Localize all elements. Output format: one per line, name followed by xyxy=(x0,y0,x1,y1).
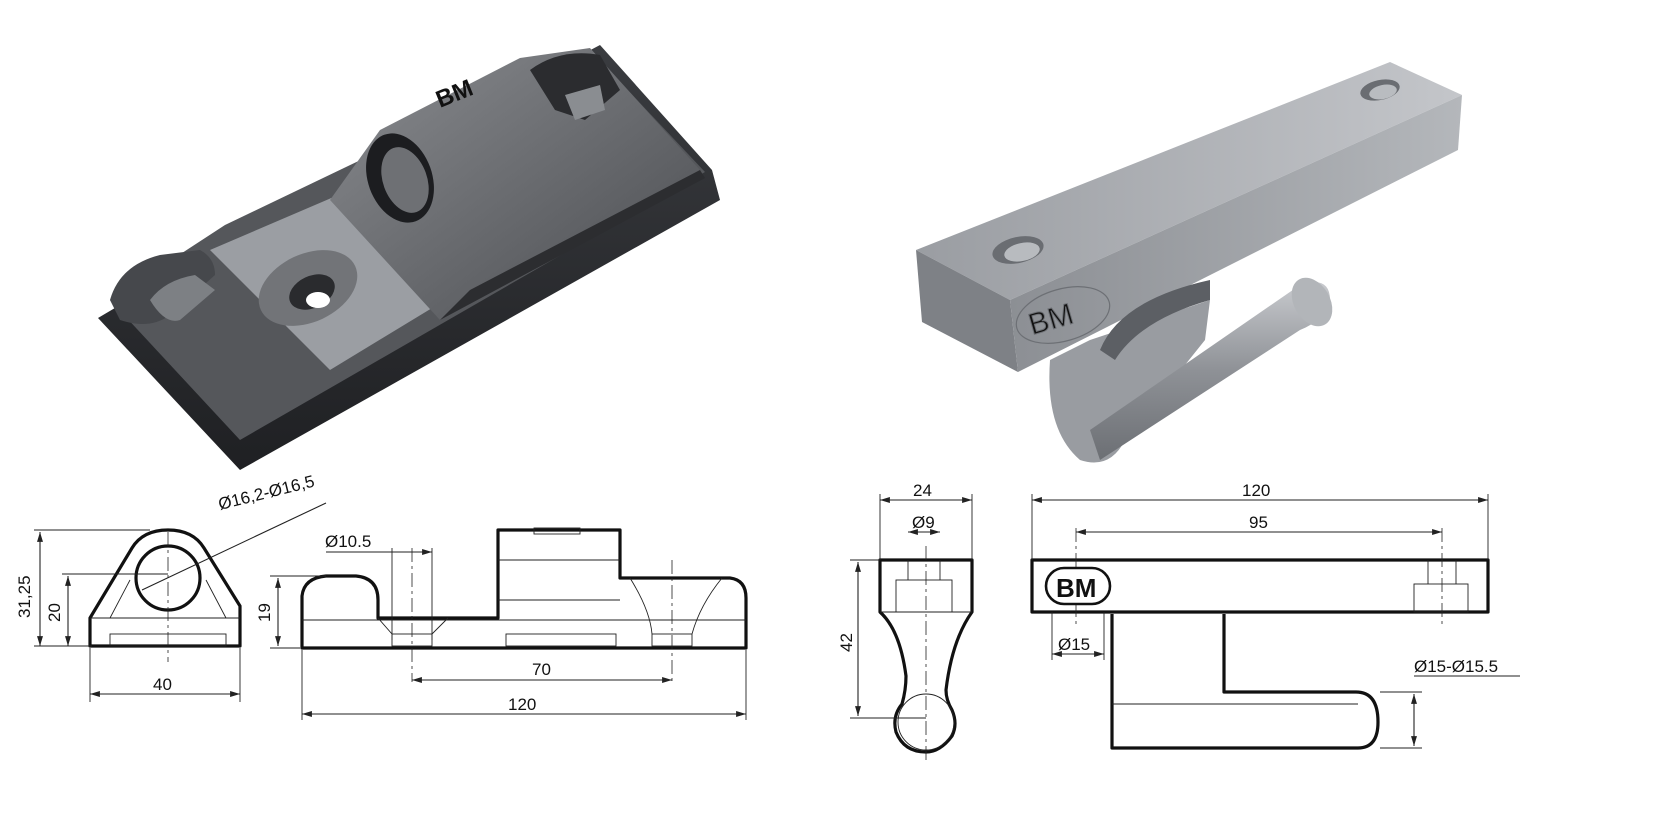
dim-overall-height: 31,25 xyxy=(15,575,34,618)
dim-overall-length: 120 xyxy=(508,695,536,714)
dim-side-height: 19 xyxy=(255,603,274,622)
dim-end-width: 40 xyxy=(153,675,172,694)
right-end-view: 24 Ø9 42 xyxy=(837,481,974,760)
right-side-view: BM 120 95 Ø15 Ø15-Ø15.5 xyxy=(1030,481,1520,750)
bm-logo-text: BM xyxy=(1056,573,1096,603)
dim-right-length: 120 xyxy=(1242,481,1270,500)
dim-hole-spacing: 70 xyxy=(532,660,551,679)
dark-bracket-render: BM xyxy=(98,45,720,470)
left-side-view: Ø10.5 19 70 120 xyxy=(255,527,748,720)
dim-pin-diameter: Ø15-Ø15.5 xyxy=(1414,657,1498,676)
dim-right-end-width: 24 xyxy=(913,481,932,500)
dim-right-end-height: 42 xyxy=(837,633,856,652)
dim-right-end-hole: Ø9 xyxy=(912,513,935,532)
dim-hole-diameter: Ø10.5 xyxy=(325,532,371,551)
light-bracket-render: BM xyxy=(916,62,1462,463)
dim-tube-diameter: Ø16,2-Ø16,5 xyxy=(216,472,316,514)
bm-logo: BM xyxy=(1044,566,1112,606)
dim-right-hole-spacing: 95 xyxy=(1249,513,1268,532)
left-end-view: Ø16,2-Ø16,5 31,25 20 40 xyxy=(15,472,327,702)
dim-counterbore: Ø15 xyxy=(1058,635,1090,654)
dim-axis-height: 20 xyxy=(45,603,64,622)
